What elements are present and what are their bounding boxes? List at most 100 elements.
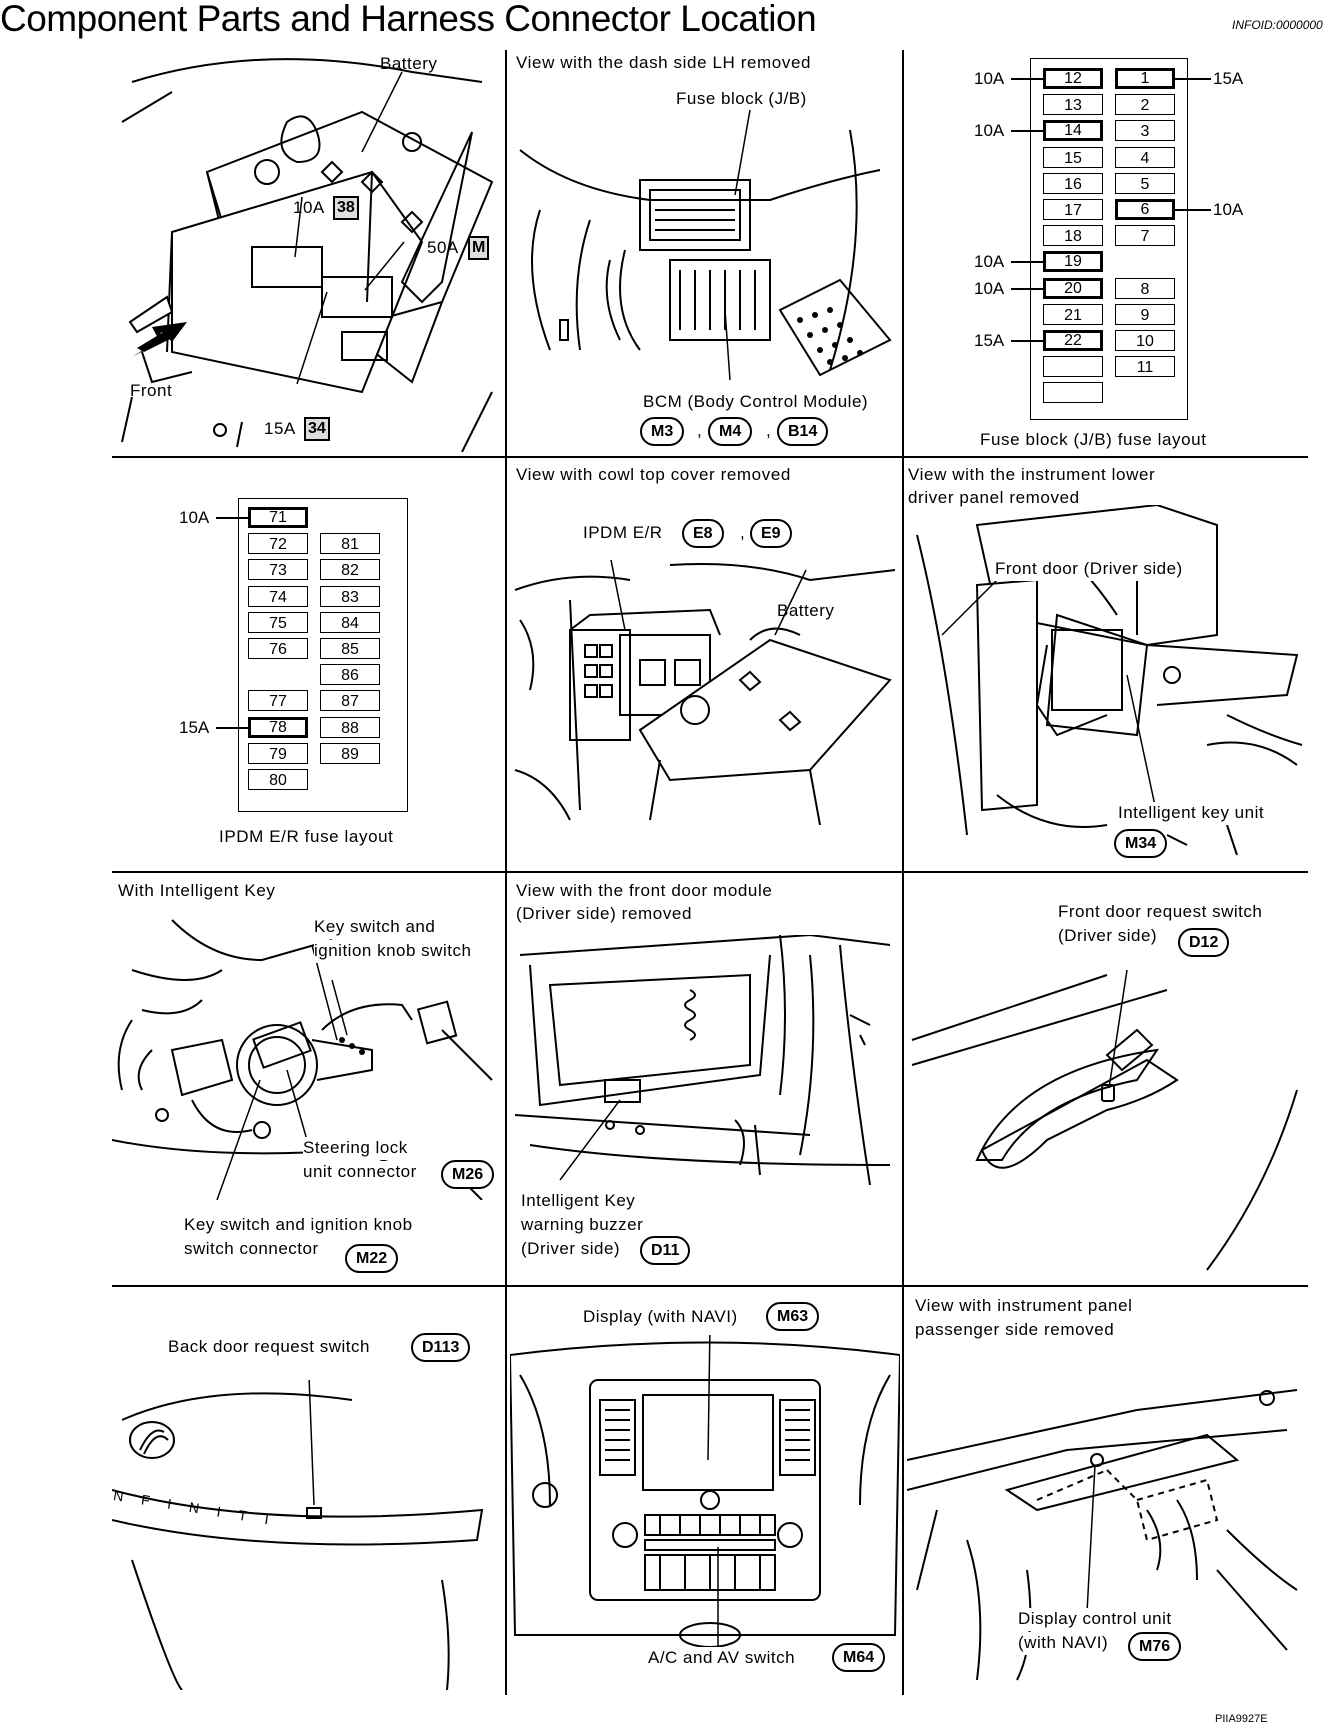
cowl-caption: View with cowl top cover removed [516, 465, 791, 484]
back-door-illustration [112, 1380, 484, 1690]
fuse-slot-18: 18 [1043, 225, 1103, 246]
grid-line [112, 1285, 1308, 1287]
fuse-slot-87: 87 [320, 690, 380, 711]
connector-d12-badge: D12 [1178, 928, 1230, 957]
switch-label: A/C and AV switch [648, 1647, 796, 1670]
fuse-slot-13: 13 [1043, 94, 1103, 115]
fuse-slot-71: 71 [248, 507, 308, 528]
fuse-50a-ref: M [468, 236, 490, 260]
fuse-50a-label: 50A [427, 238, 459, 257]
fuse-slot-22: 22 [1043, 330, 1103, 351]
fuse-slot-20: 20 [1043, 278, 1103, 299]
buzzer-label-line3: (Driver side) [521, 1239, 621, 1258]
ipdm-label: IPDM E/R [583, 523, 663, 542]
fuse-10a-label: 10A [293, 198, 325, 217]
buzzer-label-line2: warning buzzer [521, 1215, 644, 1234]
fuse-slot-9: 9 [1115, 304, 1175, 325]
fuse-slot-76: 76 [248, 638, 308, 659]
fuse-slot-empty [1043, 356, 1103, 377]
connector-m34-badge: M34 [1114, 829, 1168, 858]
connector-separator: , [740, 523, 746, 542]
front-door-request-label-line1: Front door request switch [1058, 902, 1263, 921]
steering-lock-label-line2: unit connector [303, 1161, 417, 1184]
info-id: INFOID:0000000 [1232, 18, 1323, 32]
fuse-slot-empty [1043, 382, 1103, 403]
fuse-slot-10: 10 [1115, 330, 1175, 351]
dash-illustration [519, 109, 892, 380]
connector-m63-badge: M63 [766, 1302, 820, 1331]
jb-fuse-frame [1030, 58, 1188, 420]
fuse-slot-75: 75 [248, 612, 308, 633]
fuse-block-label: Fuse block (J/B) [676, 89, 807, 108]
steering-column-illustration [112, 919, 493, 1200]
fuse-slot-81: 81 [320, 533, 380, 554]
grid-line [112, 871, 1308, 873]
fuse-15a-ref: 34 [304, 417, 330, 441]
key-switch-label-line2: ignition knob switch [314, 940, 472, 963]
fuse-slot-6: 6 [1115, 199, 1175, 220]
fuse-slot-19: 19 [1043, 251, 1103, 272]
buzzer-label-line1: Intelligent Key [521, 1190, 636, 1213]
steering-lock-label-line1: Steering lock [303, 1137, 408, 1160]
connector-m3-badge: M3 [640, 417, 685, 446]
key-switch-label-line1: Key switch and [314, 916, 436, 939]
connector-e8-badge: E8 [682, 519, 724, 548]
grid-line [112, 456, 1308, 458]
fuse-amp-label: 10A [974, 69, 1005, 88]
fuse-slot-89: 89 [320, 743, 380, 764]
display-label: Display (with NAVI) [583, 1307, 738, 1326]
fuse-amp-label: 10A [974, 279, 1005, 298]
fuse-leader-line [1011, 340, 1043, 342]
intelligent-key-caption: With Intelligent Key [118, 881, 276, 900]
fuse-slot-78: 78 [248, 717, 308, 738]
key-switch-connector-label-line2: switch connector [184, 1238, 319, 1261]
ipdm-fuse-caption: IPDM E/R fuse layout [219, 827, 394, 846]
fuse-slot-74: 74 [248, 586, 308, 607]
display-unit-label-line2: (with NAVI) [1018, 1632, 1109, 1655]
jb-fuse-caption: Fuse block (J/B) fuse layout [980, 430, 1207, 449]
fuse-leader-line [1011, 288, 1043, 290]
fuse-slot-8: 8 [1115, 278, 1175, 299]
key-unit-label: Intelligent key unit [1118, 802, 1265, 825]
connector-m76-badge: M76 [1128, 1632, 1182, 1661]
passenger-illustration [907, 1389, 1298, 1681]
fuse-slot-17: 17 [1043, 199, 1103, 220]
fuse-slot-88: 88 [320, 717, 380, 738]
connector-e9-badge: E9 [750, 519, 792, 548]
front-door-request-label-line2: (Driver side) [1058, 926, 1158, 945]
fuse-slot-83: 83 [320, 586, 380, 607]
dash-caption: View with the dash side LH removed [516, 53, 812, 72]
fuse-slot-85: 85 [320, 638, 380, 659]
fuse-slot-73: 73 [248, 559, 308, 580]
fuse-10a-ref: 38 [333, 196, 359, 220]
door-handle-illustration [911, 969, 1298, 1271]
fuse-leader-line [216, 727, 248, 729]
fuse-amp-label: 15A [1213, 69, 1244, 88]
fuse-leader-line [1011, 261, 1043, 263]
connector-d113-badge: D113 [411, 1333, 471, 1362]
door-module-illustration [514, 935, 891, 1186]
page-title: Component Parts and Harness Connector Lo… [0, 0, 817, 39]
fuse-slot-15: 15 [1043, 147, 1103, 168]
door-module-caption-line2: (Driver side) removed [516, 904, 693, 923]
door-module-caption-line1: View with the front door module [516, 881, 773, 900]
cowl-illustration [514, 560, 896, 826]
fuse-leader-line [1175, 209, 1211, 211]
fuse-slot-72: 72 [248, 533, 308, 554]
battery-illustration [121, 58, 494, 452]
fuse-slot-1: 1 [1115, 68, 1175, 89]
fuse-amp-label: 15A [974, 331, 1005, 350]
figure-code: PIIA9927E [1215, 1713, 1268, 1725]
fuse-amp-label: 10A [1213, 200, 1244, 219]
fuse-slot-79: 79 [248, 743, 308, 764]
fuse-slot-12: 12 [1043, 68, 1103, 89]
fuse-15a-label: 15A [264, 419, 296, 438]
connector-m22-badge: M22 [345, 1244, 399, 1273]
fuse-slot-84: 84 [320, 612, 380, 633]
connector-separator: , [766, 421, 772, 440]
front-label: Front [130, 381, 173, 400]
fuse-slot-82: 82 [320, 559, 380, 580]
ipdm-fuse-frame [238, 498, 408, 812]
fuse-slot-3: 3 [1115, 120, 1175, 141]
connector-separator: , [697, 421, 703, 440]
